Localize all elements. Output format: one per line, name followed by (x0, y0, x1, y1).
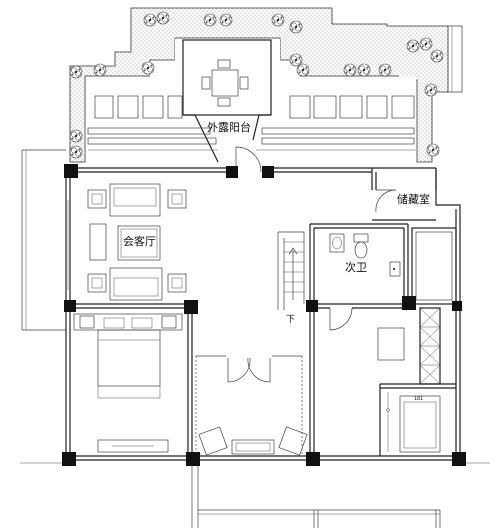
armchair-icon (198, 426, 308, 456)
toilet-icon (353, 233, 369, 259)
shrub-icon (93, 63, 107, 77)
shrub-icon (343, 63, 357, 77)
shrub-icon (289, 53, 303, 67)
bathroom-label: 次卫 (345, 260, 367, 274)
shrub-icon (69, 65, 83, 79)
sofa-icon (109, 183, 163, 301)
armchair-icon (87, 189, 187, 293)
shrub-icon (296, 63, 310, 77)
shrub-icon (203, 13, 217, 27)
shrub-icon (219, 13, 233, 27)
shrub-icon (378, 63, 392, 77)
interior-walls (66, 168, 457, 456)
terrace-loungers (87, 95, 416, 151)
balcony-label: 外露阳台 (207, 120, 251, 134)
cabinet (377, 327, 405, 361)
coffee-table (117, 225, 161, 261)
shrub-icon (156, 11, 170, 25)
shrub-icon (357, 63, 371, 77)
shrub-icon (424, 83, 438, 97)
shrub-icon (426, 143, 440, 157)
shrub-icon (430, 49, 444, 63)
bathtub-icon: 181 (386, 392, 441, 453)
side-cabinet (89, 223, 107, 261)
shrub-icon (69, 145, 83, 159)
staircase (277, 231, 305, 310)
tub-mark: 181 (414, 396, 423, 402)
front-porch (191, 466, 441, 528)
shrub-icon (141, 61, 155, 75)
living-room-label: 会客厅 (123, 234, 156, 248)
bed-icon (73, 313, 183, 399)
shrub-icon (271, 13, 285, 27)
terrace-planter (69, 7, 463, 163)
shrub-icon (289, 20, 303, 34)
dining-table-icon (182, 39, 272, 163)
basin-icon (329, 233, 401, 277)
shrub-icon (406, 39, 420, 53)
exterior-walls (20, 146, 490, 464)
shrub-icon (69, 129, 83, 143)
central-hall (195, 355, 303, 456)
storage-label: 储藏室 (397, 192, 430, 206)
stair-down-label: 下 (286, 315, 295, 325)
structural-columns (62, 164, 466, 466)
tv-cabinet (97, 439, 169, 453)
shrub-icon (143, 13, 157, 27)
shrub-icon (419, 37, 433, 51)
